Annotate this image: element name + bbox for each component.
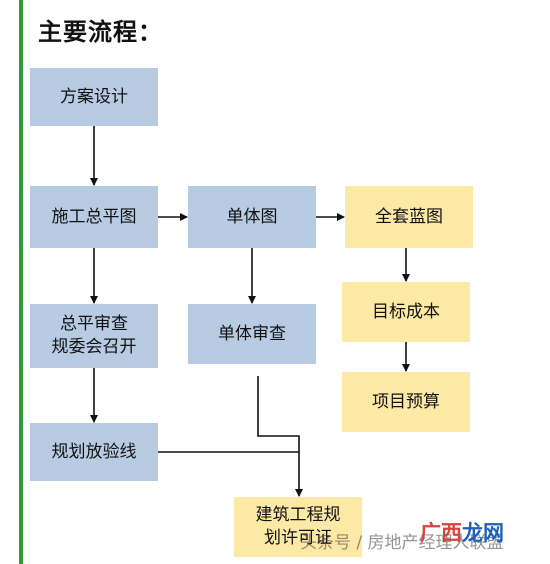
node-danti: 单体图 [188,186,316,248]
node-xiangmu: 项目预算 [342,372,470,432]
node-mubiao: 目标成本 [342,282,470,342]
node-fangan: 方案设计 [30,68,158,126]
watermark-logo-red: 广西 [420,521,462,545]
node-mubiao-label: 目标成本 [372,301,440,322]
watermark-logo: 广西龙网 [420,517,504,547]
watermark-logo-blue: 龙网 [462,521,504,545]
node-fangan-label: 方案设计 [60,86,128,107]
node-jianzhu-line1: 建筑工程规 [255,505,341,526]
node-jianzhu-line2: 划许可证 [264,528,332,548]
node-shigong-label: 施工总平图 [51,206,137,227]
watermark-text: 头条号 / 房地产经理人联盟 [300,533,504,553]
node-jianzhu: 建筑工程规 划许可证 [234,497,362,557]
node-xiangmu-label: 项目预算 [372,391,440,412]
node-guihua: 规划放验线 [30,423,158,481]
accent-bar [19,0,23,564]
node-dantishencha-label: 单体审查 [218,323,286,344]
node-zongping: 总平审查 规委会召开 [30,304,158,368]
node-quantao-label: 全套蓝图 [375,206,443,227]
node-guihua-label: 规划放验线 [51,441,137,462]
node-shigong: 施工总平图 [30,186,158,248]
node-zongping-line1: 总平审查 [60,314,128,335]
page-title: 主要流程： [38,18,163,46]
connector-dantishencha-to-jianzhu [257,376,303,497]
node-quantao: 全套蓝图 [345,186,473,248]
node-dantishencha: 单体审查 [188,304,316,364]
node-danti-label: 单体图 [226,206,278,227]
node-zongping-line2: 规委会召开 [51,337,137,357]
